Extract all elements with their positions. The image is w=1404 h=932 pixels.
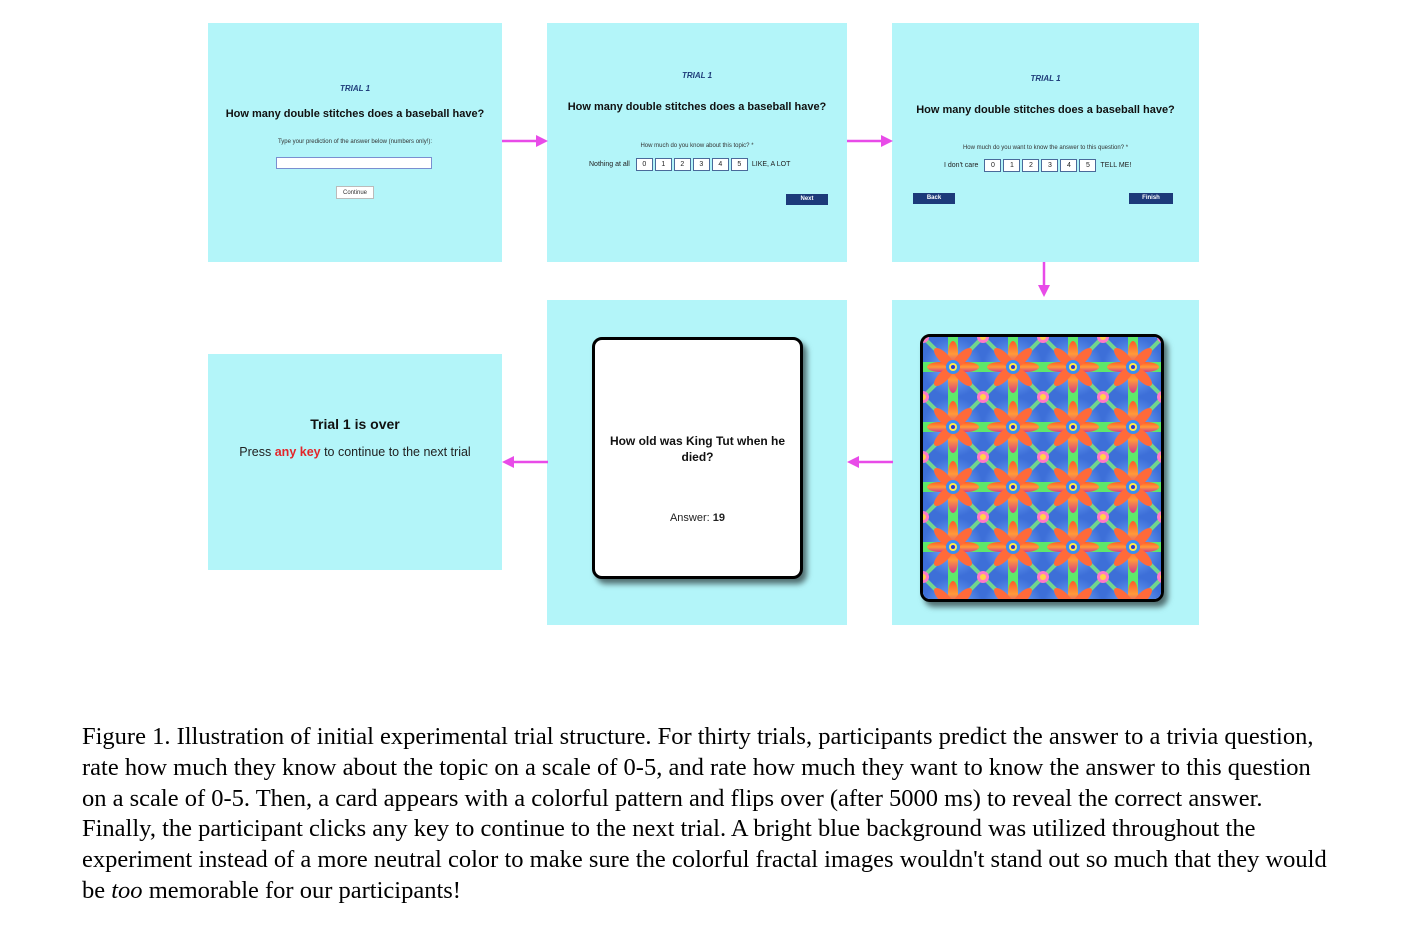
arrow-left-icon	[502, 456, 548, 468]
arrow-left-icon	[847, 456, 893, 468]
scale-option-1[interactable]: 1	[1003, 159, 1021, 172]
arrow-right-icon	[847, 135, 893, 147]
prediction-input[interactable]	[276, 157, 432, 169]
card-answer: Answer: 19	[595, 512, 800, 524]
scale-option-4[interactable]: 4	[1060, 159, 1078, 172]
scale-option-2[interactable]: 2	[1022, 159, 1040, 172]
scale-low-label: I don't care	[944, 162, 979, 169]
panel-curiosity-rating: TRIAL 1 How many double stitches does a …	[892, 23, 1199, 262]
answer-label: Answer:	[669, 512, 710, 524]
arrow-down-icon	[1038, 262, 1050, 297]
scale-option-5[interactable]: 5	[730, 158, 748, 171]
trial-label: TRIAL 1	[681, 71, 713, 80]
fractal-image	[923, 337, 1161, 599]
back-button[interactable]: Back	[913, 193, 955, 204]
curiosity-prompt: How much do you want to know the answer …	[892, 145, 1199, 151]
trial-over-title: Trial 1 is over	[310, 416, 400, 432]
trial-label: TRIAL 1	[1030, 74, 1061, 83]
instruction-text: Press	[239, 445, 275, 459]
any-key-highlight: any key	[274, 445, 321, 459]
scale-option-0[interactable]: 0	[635, 158, 653, 171]
panel-answer-card: How old was King Tut when he died? Answe…	[547, 300, 847, 625]
scale-low-label: Nothing at all	[589, 161, 630, 168]
continue-button[interactable]: Continue	[336, 186, 374, 199]
caption-emphasis: too	[111, 876, 143, 904]
card-question: How old was King Tut when he died?	[609, 434, 786, 464]
scale-option-1[interactable]: 1	[654, 158, 672, 171]
finish-button[interactable]: Finish	[1129, 193, 1173, 204]
figure-caption: Figure 1. Illustration of initial experi…	[82, 722, 1332, 907]
prediction-instruction: Type your prediction of the answer below…	[277, 139, 433, 145]
question-text: How many double stitches does a baseball…	[567, 101, 827, 113]
next-button[interactable]: Next	[786, 194, 828, 205]
scale-option-0[interactable]: 0	[984, 159, 1002, 172]
scale-option-2[interactable]: 2	[673, 158, 691, 171]
required-mark: *	[751, 143, 754, 149]
panel-predict: TRIAL 1 How many double stitches does a …	[208, 23, 502, 262]
caption-text: Figure 1. Illustration of initial experi…	[82, 723, 1327, 904]
caption-text: memorable for our participants!	[142, 876, 461, 904]
scale-high-label: TELL ME!	[1100, 162, 1132, 169]
curiosity-scale: I don't care 0 1 2 3 4 5 TELL ME!	[940, 159, 1135, 172]
fractal-card	[920, 334, 1164, 602]
knowledge-prompt: How much do you know about this topic? *	[547, 143, 847, 149]
question-text: How many double stitches does a baseball…	[225, 108, 485, 120]
curiosity-prompt-text: How much do you want to know the answer …	[962, 145, 1125, 151]
scale-option-3[interactable]: 3	[692, 158, 710, 171]
panel-trial-over: Trial 1 is over Press any key to continu…	[208, 354, 502, 570]
knowledge-scale: Nothing at all 0 1 2 3 4 5 LIKE, A LOT	[585, 158, 794, 171]
scale-high-label: LIKE, A LOT	[751, 161, 791, 168]
continue-instruction: Press any key to continue to the next tr…	[208, 445, 502, 459]
required-mark: *	[1125, 145, 1129, 151]
panel-fractal-card	[892, 300, 1199, 625]
arrow-right-icon	[502, 135, 548, 147]
scale-option-4[interactable]: 4	[711, 158, 729, 171]
question-text: How many double stitches does a baseball…	[916, 104, 1175, 116]
instruction-text: to continue to the next trial	[320, 445, 471, 459]
answer-card: How old was King Tut when he died? Answe…	[592, 337, 803, 579]
trial-label: TRIAL 1	[339, 84, 371, 93]
scale-option-3[interactable]: 3	[1041, 159, 1059, 172]
scale-option-5[interactable]: 5	[1079, 159, 1097, 172]
answer-value: 19	[712, 512, 726, 524]
panel-knowledge-rating: TRIAL 1 How many double stitches does a …	[547, 23, 847, 262]
knowledge-prompt-text: How much do you know about this topic?	[640, 143, 750, 149]
